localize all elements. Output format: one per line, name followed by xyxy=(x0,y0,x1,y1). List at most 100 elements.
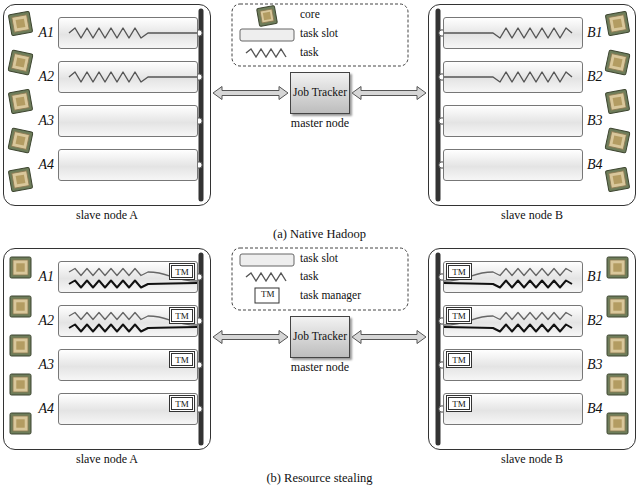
core-chip xyxy=(16,263,24,271)
core-body xyxy=(605,11,629,35)
task-manager-label: TM xyxy=(452,311,466,321)
slave-node-box: slave node BB1B2B3B4 xyxy=(428,4,636,206)
bus-bar xyxy=(199,255,204,443)
cpu-core-icon xyxy=(607,374,628,395)
task-slot: A3 xyxy=(58,105,198,137)
task-slot: B3 xyxy=(443,105,583,137)
legend-task-sample xyxy=(246,273,286,281)
task-manager-box: TM xyxy=(448,353,470,366)
core-die xyxy=(12,132,30,150)
core-chip xyxy=(16,419,24,427)
core-die xyxy=(609,15,626,32)
slot-label: A1 xyxy=(38,25,54,41)
core-body xyxy=(605,50,630,75)
core-die xyxy=(609,171,626,188)
task-zigzag xyxy=(69,28,197,38)
core-die xyxy=(12,93,29,110)
legend-frame xyxy=(232,4,408,66)
core-body xyxy=(607,374,628,395)
core-chip xyxy=(613,263,621,271)
core-body xyxy=(607,413,628,434)
bus-bar xyxy=(436,11,441,199)
cpu-core-icon xyxy=(10,413,31,434)
core-chip xyxy=(613,19,623,29)
slave-node-box: slave node AA1TMA2TMA3TMA4TM xyxy=(3,248,211,450)
cpu-core-icon xyxy=(8,167,32,191)
core-body xyxy=(605,89,629,113)
node-label: master node xyxy=(271,360,369,375)
task-zigzag xyxy=(444,281,572,288)
core-chip xyxy=(16,19,26,29)
task-zigzag xyxy=(69,281,197,288)
task-slot: B3TM xyxy=(443,349,583,381)
core-die xyxy=(610,260,625,275)
task-manager-box: TM xyxy=(448,397,470,410)
legend-slot-sample xyxy=(240,254,294,266)
core-chip xyxy=(16,175,26,185)
job-tracker-box: Job Trackermaster node xyxy=(290,72,350,114)
double-arrow-connector xyxy=(352,87,426,100)
task-zigzag xyxy=(444,325,572,332)
slot-label: B3 xyxy=(587,113,603,129)
slave-node-box: slave node AA1A2A3A4 xyxy=(3,4,211,206)
cpu-core-icon xyxy=(8,11,32,35)
core-die xyxy=(12,54,30,72)
double-arrow-connector xyxy=(213,331,288,344)
slot-label: A2 xyxy=(38,69,54,85)
cpu-core-icon xyxy=(605,167,629,191)
task-illustration xyxy=(59,62,197,92)
cpu-core-icon xyxy=(10,296,31,317)
legend-text: task xyxy=(300,46,319,58)
task-manager-label: TM xyxy=(175,399,189,409)
core-die xyxy=(12,15,29,32)
legend-text: task slot xyxy=(300,27,338,39)
core-chip xyxy=(16,302,24,310)
core-body xyxy=(10,374,31,395)
task-manager-label: TM xyxy=(452,355,466,365)
task-zigzag xyxy=(444,28,572,38)
cpu-core-icon xyxy=(605,11,629,35)
slot-label: B1 xyxy=(587,25,603,41)
slot-label: B2 xyxy=(587,313,603,329)
core-body xyxy=(8,89,32,113)
core-die xyxy=(610,377,625,392)
bus-bar xyxy=(436,255,441,443)
legend-text: task slot xyxy=(300,252,338,264)
core-chip xyxy=(16,136,26,146)
slot-label: B1 xyxy=(587,269,603,285)
task-zigzag xyxy=(444,72,572,82)
task-zigzag xyxy=(69,72,197,82)
node-label: slave node A xyxy=(0,208,230,223)
task-illustration xyxy=(444,62,582,92)
cpu-core-icon xyxy=(605,128,630,153)
cpu-core-icon xyxy=(10,374,31,395)
task-slot: B4TM xyxy=(443,393,583,425)
slot-label: A4 xyxy=(38,157,54,173)
core-body xyxy=(607,335,628,356)
slot-label: A2 xyxy=(38,313,54,329)
task-slot: A2TM xyxy=(58,305,198,337)
core-chip xyxy=(16,58,26,68)
task-slot: A4 xyxy=(58,149,198,181)
core-body xyxy=(607,296,628,317)
core-chip xyxy=(16,97,26,107)
panel-caption: (a) Native Hadoop xyxy=(0,227,639,242)
cpu-core-icon xyxy=(605,50,630,75)
core-die xyxy=(609,54,627,72)
job-tracker-label: Job Tracker xyxy=(293,330,347,343)
core-die xyxy=(13,377,28,392)
cpu-core-icon xyxy=(607,257,628,278)
task-illustration xyxy=(59,18,197,48)
slave-node-box: slave node BB1TMB2TMB3TMB4TM xyxy=(428,248,636,450)
core-die xyxy=(610,299,625,314)
bus-bar xyxy=(199,11,204,199)
cpu-core-icon xyxy=(607,335,628,356)
slot-label: B3 xyxy=(587,357,603,373)
core-body xyxy=(605,128,630,153)
legend-sample-label: TM xyxy=(261,289,275,299)
task-manager-label: TM xyxy=(175,267,189,277)
cpu-core-icon xyxy=(607,413,628,434)
core-body xyxy=(8,11,32,35)
task-slot: B4 xyxy=(443,149,583,181)
